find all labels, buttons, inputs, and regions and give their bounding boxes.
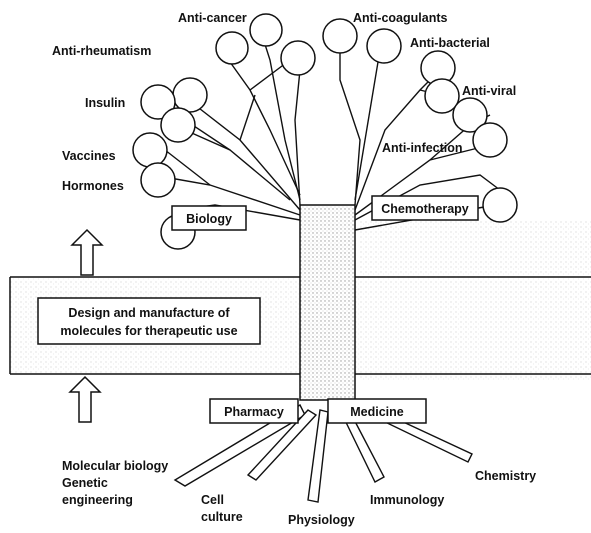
leaf-circle (323, 19, 357, 53)
tree-trunk (300, 205, 355, 400)
label-medicine: Medicine (350, 405, 404, 419)
label-anti-coagulants: Anti-coagulants (353, 11, 447, 25)
label-chemistry: Chemistry (475, 469, 536, 483)
label-anti-cancer: Anti-cancer (178, 11, 247, 25)
label-anti-viral: Anti-viral (462, 84, 516, 98)
root (308, 410, 328, 502)
leaf-circle (281, 41, 315, 75)
leaf-circle (173, 78, 207, 112)
label-insulin: Insulin (85, 96, 125, 110)
leaf-circle (473, 123, 507, 157)
leaf-circle (367, 29, 401, 63)
label-cell: Cell (201, 493, 224, 507)
label-biology: Biology (186, 212, 232, 226)
label-anti-rheumatism: Anti-rheumatism (52, 44, 151, 58)
label-genetic: Genetic (62, 476, 108, 490)
label-pharmacy: Pharmacy (224, 405, 284, 419)
label-anti-bacterial: Anti-bacterial (410, 36, 490, 50)
up-arrow-bottom-icon (70, 377, 100, 422)
label-culture: culture (201, 510, 243, 524)
up-arrow-top-icon (72, 230, 102, 275)
leaf-circle (141, 163, 175, 197)
label-anti-infection: Anti-infection (382, 141, 463, 155)
leaf-circle (216, 32, 248, 64)
leaf-circle (483, 188, 517, 222)
leaf-circle (133, 133, 167, 167)
leaf-circle (161, 108, 195, 142)
label-chemotherapy: Chemotherapy (381, 202, 469, 216)
label-vaccines: Vaccines (62, 149, 116, 163)
label-immunology: Immunology (370, 493, 444, 507)
label-physiology: Physiology (288, 513, 355, 527)
leaf-circle (250, 14, 282, 46)
label-design-line2: molecules for therapeutic use (60, 324, 237, 338)
label-hormones: Hormones (62, 179, 124, 193)
label-engineering: engineering (62, 493, 133, 507)
label-design-line1: Design and manufacture of (68, 306, 230, 320)
label-molecular-biology: Molecular biology (62, 459, 168, 473)
